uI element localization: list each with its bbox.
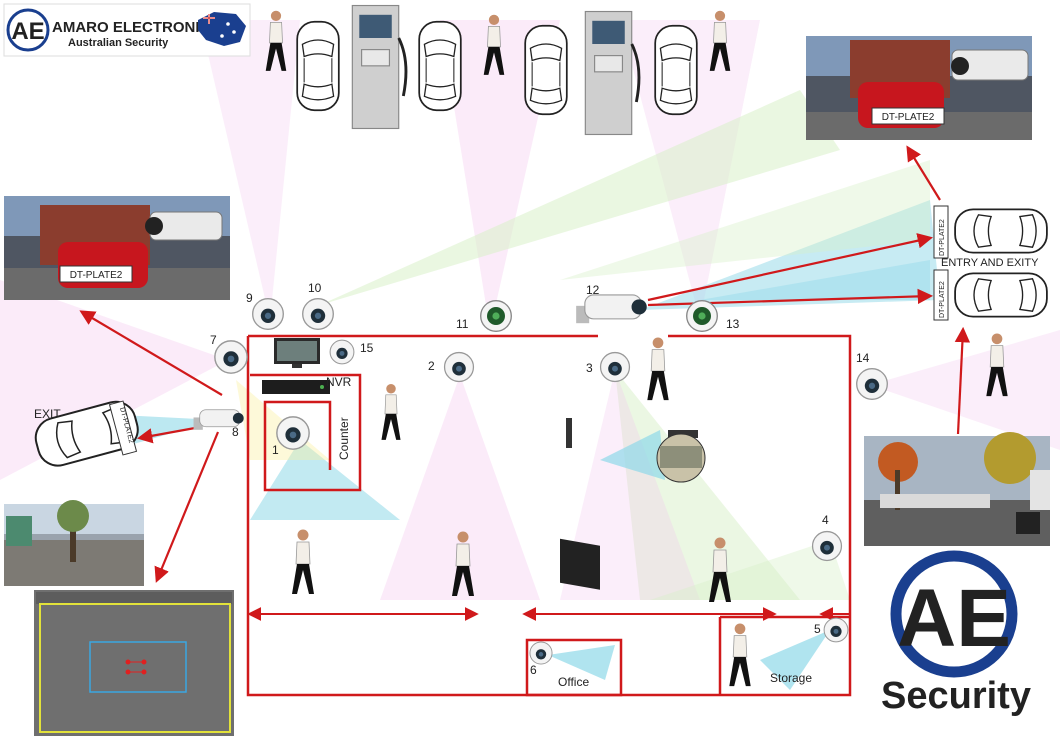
camera-number-1: 1	[272, 443, 279, 457]
fuel-pump-icon	[583, 10, 641, 136]
car-b-plate: DT-PLATE2	[939, 281, 946, 318]
camera-number-3: 3	[586, 361, 593, 375]
office-label: Office	[558, 675, 589, 689]
outer-wall	[246, 334, 852, 697]
dome-camera-icon	[214, 340, 248, 374]
nvr-label: NVR	[326, 375, 352, 389]
camera-number-6: 6	[530, 663, 537, 677]
dome-camera-icon	[686, 300, 718, 332]
camera-number-9: 9	[246, 291, 253, 305]
ae-security-logo: AE Security	[881, 550, 1031, 717]
monitor-icon	[274, 338, 320, 368]
exit-lane: EXIT DT-PLATE2	[30, 396, 144, 472]
dome-camera-icon	[329, 339, 355, 365]
camera-number-2: 2	[428, 359, 435, 373]
car-icon	[296, 20, 340, 112]
camera-number-14: 14	[856, 351, 870, 365]
camera-number-12: 12	[586, 283, 600, 297]
right-photo-plate: DT-PLATE2	[882, 112, 935, 123]
person-icon	[380, 383, 402, 441]
person-icon	[728, 622, 752, 687]
dome-camera-icon	[252, 298, 284, 330]
camera-number-10: 10	[308, 281, 322, 295]
cameras	[193, 294, 888, 665]
dome-camera-icon	[302, 298, 334, 330]
camera-number-15: 15	[360, 341, 374, 355]
storage-label: Storage	[770, 671, 812, 685]
ceiling-monitor-icon	[560, 418, 600, 590]
dome-camera-icon	[529, 641, 553, 665]
room-labels: NVR Counter Office Storage	[326, 375, 812, 689]
car-a-plate: DT-PLATE2	[939, 219, 946, 256]
dome-camera-icon	[823, 617, 849, 643]
car-icon	[524, 24, 568, 116]
camera-number-13: 13	[726, 317, 740, 331]
entry-exit-lane: DT-PLATE2 DT-PLATE2 ENTRY AND EXITY	[933, 205, 1048, 397]
brand-tagline: Australian Security	[68, 37, 169, 49]
dome-camera-icon	[856, 368, 888, 400]
camera-number-8: 8	[232, 425, 239, 439]
bullet-camera-icon	[575, 294, 648, 324]
brand-header: AE AMARO ELECTRONICS Australian Security	[3, 3, 251, 57]
ptz-camera-icon	[656, 430, 706, 483]
dome-camera-icon	[811, 530, 843, 562]
ae-logo-word: Security	[881, 675, 1031, 717]
brand-name: AMARO ELECTRONICS	[52, 19, 220, 36]
camera-view-parking	[34, 590, 234, 736]
brand-logo-mark-small: AE	[11, 18, 44, 45]
dome-camera-icon	[443, 351, 475, 383]
camera-number-4: 4	[822, 513, 829, 527]
parking-photo	[864, 432, 1050, 546]
entry-exit-label: ENTRY AND EXITY	[941, 257, 1039, 269]
camera-number-11: 11	[456, 317, 469, 331]
nvr-icon	[262, 380, 330, 394]
camera-numbers: 1 2 3 4 5 6 7 8 9 10 11 12 13 14 15	[210, 281, 870, 677]
left-photo-plate: DT-PLATE2	[70, 270, 123, 281]
counter-wall	[250, 373, 362, 492]
street-photo	[4, 500, 144, 586]
anpr-photo-right: DT-PLATE2	[806, 36, 1032, 140]
anpr-photo-left: DT-PLATE2	[4, 196, 230, 300]
office-room	[525, 638, 623, 697]
car-icon	[654, 24, 698, 116]
car-icon	[954, 272, 1048, 318]
ae-logo-mark: AE	[897, 573, 1011, 664]
person-icon	[646, 336, 670, 401]
building-walls	[246, 334, 852, 697]
dome-camera-icon	[480, 300, 512, 332]
person-icon	[291, 529, 315, 595]
fov-cones	[0, 20, 1060, 690]
car-icon	[954, 208, 1048, 254]
fisheye-camera-icon	[276, 416, 310, 450]
car-icon	[418, 20, 462, 112]
counter-label: Counter	[337, 417, 351, 460]
camera-number-5: 5	[814, 622, 821, 636]
fuel-pump-icon	[350, 4, 408, 130]
australian-flag-icon	[198, 12, 246, 46]
camera-number-7: 7	[210, 333, 217, 347]
dome-camera-icon	[599, 351, 631, 383]
